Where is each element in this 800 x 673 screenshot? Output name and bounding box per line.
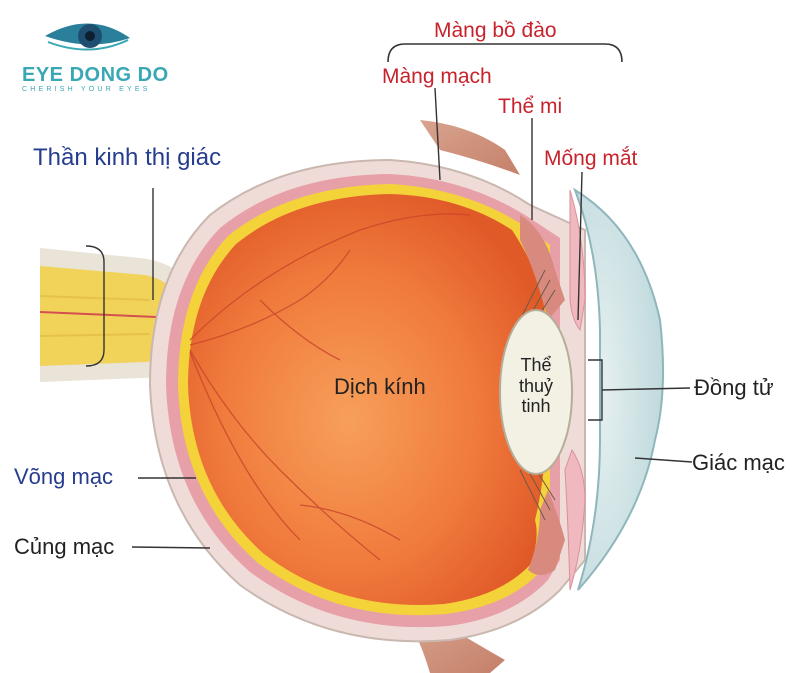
lens <box>499 309 573 475</box>
iris-top <box>569 189 586 332</box>
label-dich-kinh: Dịch kính <box>334 374 426 399</box>
leader-lines <box>131 87 693 549</box>
label-the-thuy-tinh-2: thuỷ <box>518 375 554 396</box>
logo-eye-icon <box>45 23 130 51</box>
label-dong-tu: Đồng tử <box>694 375 774 400</box>
label-mong-mat: Mống mắt <box>544 147 638 170</box>
label-vong-mac: Võng mạc <box>14 464 114 489</box>
ciliary-body-top <box>520 215 565 320</box>
optic-nerve <box>40 266 176 366</box>
label-the-thuy-tinh-1: Thể <box>520 355 552 375</box>
optic-nerve-bracket <box>85 245 105 367</box>
iris-bottom <box>564 448 586 591</box>
label-the-mi: Thể mi <box>498 95 563 118</box>
label-mang-bo-dao: Màng bồ đào <box>434 19 557 42</box>
label-the-thuy-tinh: Thể thuỷ tinh <box>506 355 566 417</box>
ciliary-body-bottom <box>528 490 565 575</box>
label-than-kinh-thi-giac: Thần kinh thị giác <box>33 144 222 171</box>
vitreous-body <box>188 194 545 605</box>
blood-vessels <box>189 213 471 561</box>
label-mang-mach: Màng mạch <box>382 65 492 88</box>
logo-tagline: CHERISH YOUR EYES <box>22 86 151 93</box>
logo-name: EYE DONG DO <box>22 64 169 86</box>
label-cung-mac: Củng mạc <box>14 534 115 559</box>
label-giac-mac: Giác mạc <box>692 450 785 475</box>
label-the-thuy-tinh-3: tinh <box>521 396 551 417</box>
upper-muscle <box>420 120 520 175</box>
uvea-bracket <box>387 43 623 63</box>
